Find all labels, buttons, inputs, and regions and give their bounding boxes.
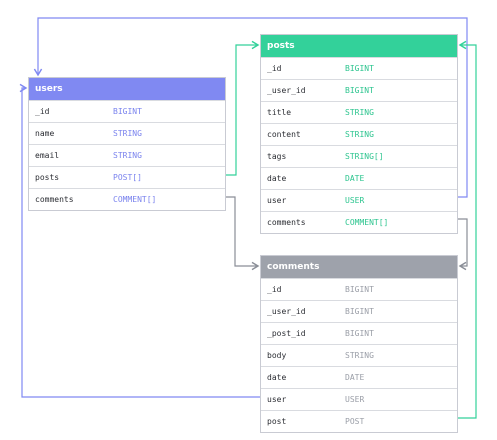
field-name: _id	[267, 64, 282, 73]
field-name: body	[267, 351, 287, 360]
field-type: STRING	[345, 130, 374, 139]
connector-posts-user-to-users	[33, 17, 468, 198]
connector-comments-user-to-users	[19, 83, 260, 398]
table-row: _post_id BIGINT	[261, 322, 457, 344]
field-name: _id	[35, 107, 50, 116]
field-type: DATE	[345, 174, 365, 183]
users-table-title: users	[29, 78, 225, 100]
field-name: _post_id	[267, 329, 306, 338]
field-name: user	[267, 196, 287, 205]
table-row: _id BIGINT	[261, 278, 457, 300]
field-name: tags	[267, 152, 287, 161]
field-name: comments	[35, 195, 74, 204]
field-type: STRING	[113, 129, 142, 138]
field-type: POST[]	[113, 173, 142, 182]
field-type: BIGINT	[345, 86, 374, 95]
table-row: date DATE	[261, 366, 457, 388]
table-row: content STRING	[261, 123, 457, 145]
table-row: posts POST[]	[29, 166, 225, 188]
field-name: posts	[35, 173, 60, 182]
field-type: USER	[345, 395, 365, 404]
field-type: BIGINT	[345, 64, 374, 73]
field-name: user	[267, 395, 287, 404]
field-type: POST	[345, 417, 365, 426]
field-type: COMMENT[]	[345, 218, 389, 227]
field-name: _user_id	[267, 307, 306, 316]
field-type: USER	[345, 196, 365, 205]
connector-posts-comments-to-comments	[458, 218, 468, 271]
table-row: _user_id BIGINT	[261, 79, 457, 101]
table-row: tags STRING[]	[261, 145, 457, 167]
field-name: content	[267, 130, 301, 139]
table-row: title STRING	[261, 101, 457, 123]
posts-table-title: posts	[261, 35, 457, 57]
table-row: _id BIGINT	[261, 57, 457, 79]
table-row: _id BIGINT	[29, 100, 225, 122]
connector-users-posts-to-posts	[226, 40, 260, 176]
field-name: email	[35, 151, 60, 160]
table-row: email STRING	[29, 144, 225, 166]
field-name: date	[267, 174, 287, 183]
table-row: comments COMMENT[]	[29, 188, 225, 210]
field-type: STRING	[345, 351, 374, 360]
table-row: comments COMMENT[]	[261, 211, 457, 233]
field-type: BIGINT	[345, 329, 374, 338]
field-name: comments	[267, 218, 306, 227]
field-name: _user_id	[267, 86, 306, 95]
field-name: _id	[267, 285, 282, 294]
field-name: date	[267, 373, 287, 382]
field-type: STRING	[345, 108, 374, 117]
comments-table-title: comments	[261, 256, 457, 278]
table-row: post POST	[261, 410, 457, 432]
table-row: _user_id BIGINT	[261, 300, 457, 322]
field-type: BIGINT	[113, 107, 142, 116]
field-type: STRING	[113, 151, 142, 160]
table-row: name STRING	[29, 122, 225, 144]
table-row: user USER	[261, 388, 457, 410]
field-name: name	[35, 129, 55, 138]
table-row: date DATE	[261, 167, 457, 189]
connector-comments-post-to-posts	[458, 40, 477, 419]
field-type: BIGINT	[345, 307, 374, 316]
field-type: DATE	[345, 373, 365, 382]
field-type: BIGINT	[345, 285, 374, 294]
field-name: title	[267, 108, 292, 117]
field-type: COMMENT[]	[113, 195, 157, 204]
connector-users-comments-to-comments	[226, 196, 260, 271]
table-row: user USER	[261, 189, 457, 211]
field-type: STRING[]	[345, 152, 384, 161]
table-row: body STRING	[261, 344, 457, 366]
field-name: post	[267, 417, 287, 426]
